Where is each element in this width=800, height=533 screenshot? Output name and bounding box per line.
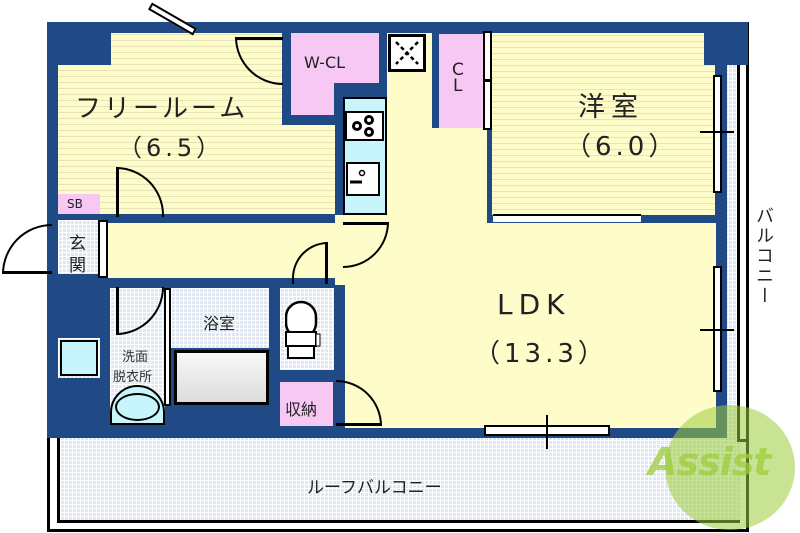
range-hood-x-icon [390, 36, 424, 70]
shoe-box-label: SB [67, 197, 83, 211]
walk-in-closet [291, 33, 379, 83]
bath-partition [164, 288, 171, 406]
free-room-label: フリールーム [75, 94, 249, 124]
western-room-size: （6.0） [565, 132, 679, 162]
roof-balcony [57, 436, 740, 523]
stove-icon [345, 111, 384, 141]
balcony-label: バルコニー [753, 206, 774, 306]
watermark-logo: Assist [648, 440, 771, 484]
washing-machine-icon [60, 340, 98, 376]
entrance-step [98, 220, 108, 278]
western-room-label: 洋室 [578, 92, 644, 123]
western-room [492, 33, 715, 215]
entrance [58, 220, 98, 274]
washbasin-bowl-icon [115, 393, 160, 421]
window-mark [700, 131, 734, 133]
wcl-label: W-CL [304, 53, 346, 72]
entrance-label-1: 玄 [69, 234, 86, 254]
window-mark [700, 329, 734, 331]
bathtub-icon [174, 350, 269, 405]
western-room-sliding-door[interactable] [493, 214, 641, 222]
bathroom-label: 浴室 [203, 314, 236, 333]
ldk-upper-corridor [432, 128, 487, 223]
entrance-label-2: 関 [69, 256, 86, 276]
closet-door-upper[interactable] [483, 31, 492, 81]
bathroom [171, 288, 269, 348]
storage-label: 収納 [285, 400, 318, 419]
watermark-circle [665, 405, 795, 530]
ldk [345, 223, 716, 428]
walk-in-closet-lower [291, 83, 334, 115]
western-room-corner-column [704, 22, 748, 65]
washroom-label-1: 洗面 [122, 350, 149, 365]
western-room-window[interactable] [713, 75, 722, 193]
ldk-size: （13.3） [474, 339, 608, 369]
washroom-label-2: 脱衣所 [113, 370, 153, 385]
closet-door-lower[interactable] [483, 80, 492, 130]
closet-label-l: L [453, 76, 463, 96]
closet-label-c: C [452, 60, 464, 80]
storage [280, 382, 333, 426]
sink-icon [346, 162, 380, 196]
window-mark [546, 415, 548, 449]
roof-balcony-label: ルーフバルコニー [307, 478, 442, 498]
toilet-icon [284, 300, 321, 360]
free-room-size: （6.5） [118, 134, 225, 162]
entrance-door-icon[interactable] [2, 224, 52, 274]
closet [439, 34, 483, 128]
ldk-label: LDK [497, 288, 571, 321]
free-room-corner-column [47, 22, 111, 65]
shoe-box [58, 194, 100, 214]
